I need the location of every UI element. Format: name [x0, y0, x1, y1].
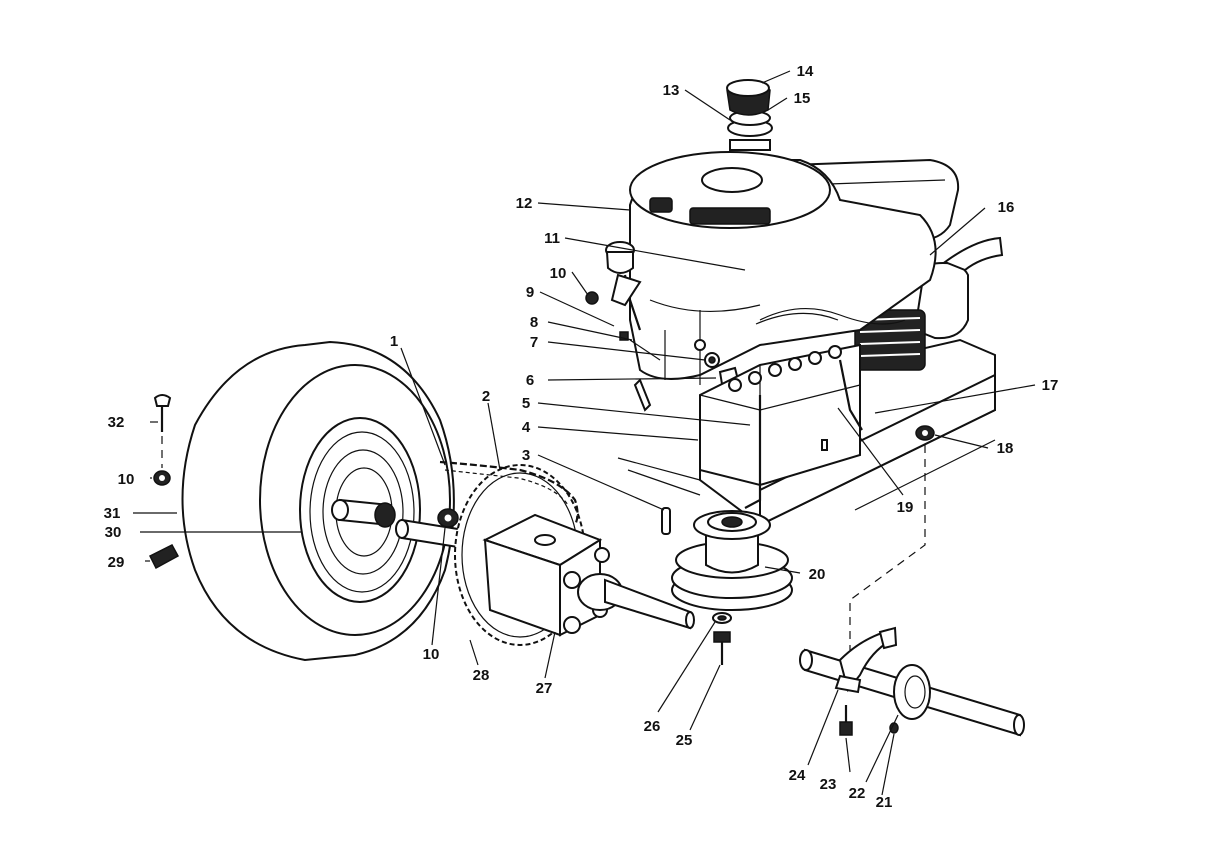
callout-label: 3	[522, 447, 530, 464]
rear-axle-assembly	[799, 626, 1025, 737]
pulley-bolt	[713, 631, 731, 665]
callout-label: 19	[897, 499, 914, 516]
pulley-washer	[712, 612, 732, 624]
callout-label: 25	[676, 732, 693, 749]
callout-label: 10	[423, 646, 440, 663]
leader-lines	[133, 70, 1036, 796]
wheel-and-tire	[181, 340, 455, 662]
axle-nut	[437, 508, 459, 528]
callout-label: 9	[526, 284, 534, 301]
callout-label: 29	[108, 554, 125, 571]
callout-label: 17	[1042, 377, 1059, 394]
drive-chain	[439, 460, 579, 526]
mounting-nut	[915, 425, 935, 441]
callout-label: 12	[516, 195, 533, 212]
callout-label: 8	[530, 314, 538, 331]
callout-label: 1	[390, 333, 398, 350]
callout-label: 6	[526, 372, 534, 389]
callout-label: 22	[849, 785, 866, 802]
shaft-key	[661, 507, 671, 535]
callout-label: 21	[876, 794, 893, 811]
gearbox	[482, 513, 695, 637]
rope-starter-knob	[726, 79, 773, 151]
oil-fill-tube	[605, 241, 642, 331]
wheel-nut	[153, 470, 171, 486]
callout-label: 10	[550, 265, 567, 282]
callout-label: 16	[998, 199, 1015, 216]
callout-label: 28	[473, 667, 490, 684]
callout-label: 18	[997, 440, 1014, 457]
callout-label: 7	[530, 334, 538, 351]
callout-label: 15	[794, 90, 811, 107]
callout-label: 5	[522, 395, 530, 412]
engine-pulley	[671, 510, 793, 611]
callout-label: 4	[522, 419, 531, 436]
callout-label: 11	[544, 230, 560, 247]
callout-label: 30	[105, 524, 122, 541]
callout-label: 24	[789, 767, 806, 784]
callout-label: 26	[644, 718, 661, 735]
wheel-bolt	[153, 394, 172, 468]
callout-label: 23	[820, 776, 837, 793]
callout-label: 13	[663, 82, 680, 99]
callout-label: 10	[118, 471, 135, 488]
callout-label: 32	[108, 414, 125, 431]
engine-assembly	[585, 79, 1004, 412]
callout-label: 2	[482, 388, 490, 405]
cylinder-fins	[854, 309, 926, 371]
callout-label: 20	[809, 566, 826, 583]
callout-label: 14	[797, 63, 814, 80]
callout-label: 31	[104, 505, 121, 522]
battery	[699, 343, 863, 509]
callout-label: 27	[536, 680, 553, 697]
callout-labels: 1 2 3 4 5 6 7 8 9 10 11 12 13 14 15 16 1…	[104, 63, 1059, 811]
valve-stem	[148, 544, 180, 570]
